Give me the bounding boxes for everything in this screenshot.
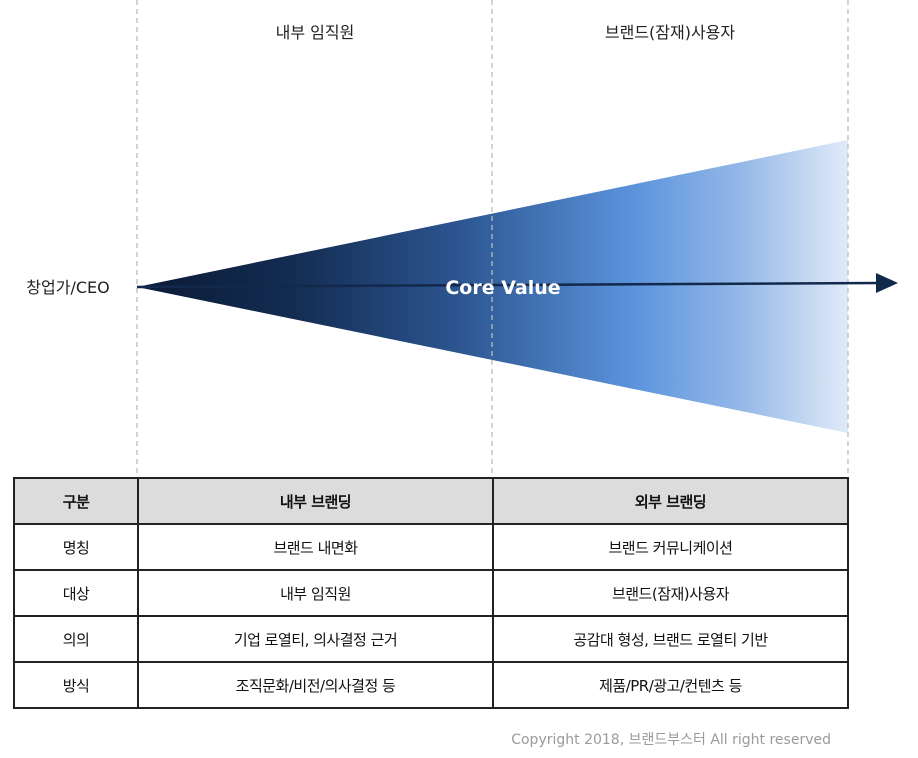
external-cell: 제품/PR/광고/컨텐츠 등 [492,661,849,709]
row-label: 의의 [13,615,139,663]
origin-label-ceo: 창업가/CEO [26,278,109,297]
header-external-branding: 외부 브랜딩 [492,477,849,525]
row-label: 대상 [13,569,139,617]
core-value-cone [137,140,848,433]
internal-cell: 조직문화/비전/의사결정 등 [137,661,494,709]
external-cell: 브랜드 커뮤니케이션 [492,523,849,571]
table-row: 명칭 브랜드 내면화 브랜드 커뮤니케이션 [13,523,849,571]
header-brand-users: 브랜드(잠재)사용자 [605,23,736,42]
external-cell: 공감대 형성, 브랜드 로열티 기반 [492,615,849,663]
table-row: 대상 내부 임직원 브랜드(잠재)사용자 [13,569,849,617]
external-cell: 브랜드(잠재)사용자 [492,569,849,617]
header-internal-employees: 내부 임직원 [276,23,355,42]
table-row: 방식 조직문화/비전/의사결정 등 제품/PR/광고/컨텐츠 등 [13,661,849,709]
row-label: 명칭 [13,523,139,571]
table-row: 의의 기업 로열티, 의사결정 근거 공감대 형성, 브랜드 로열티 기반 [13,615,849,663]
header-internal-branding: 내부 브랜딩 [137,477,494,525]
table-header-row: 구분 내부 브랜딩 외부 브랜딩 [13,477,849,525]
branding-comparison-table: 구분 내부 브랜딩 외부 브랜딩 명칭 브랜드 내면화 브랜드 커뮤니케이션 대… [13,477,849,709]
internal-cell: 브랜드 내면화 [137,523,494,571]
arrow-head-icon [876,273,898,293]
internal-cell: 기업 로열티, 의사결정 근거 [137,615,494,663]
core-value-label: Core Value [445,277,560,299]
copyright-notice: Copyright 2018, 브랜드부스터 All right reserve… [511,732,831,748]
internal-cell: 내부 임직원 [137,569,494,617]
header-category: 구분 [13,477,139,525]
row-label: 방식 [13,661,139,709]
core-value-arrow-line [136,281,879,289]
